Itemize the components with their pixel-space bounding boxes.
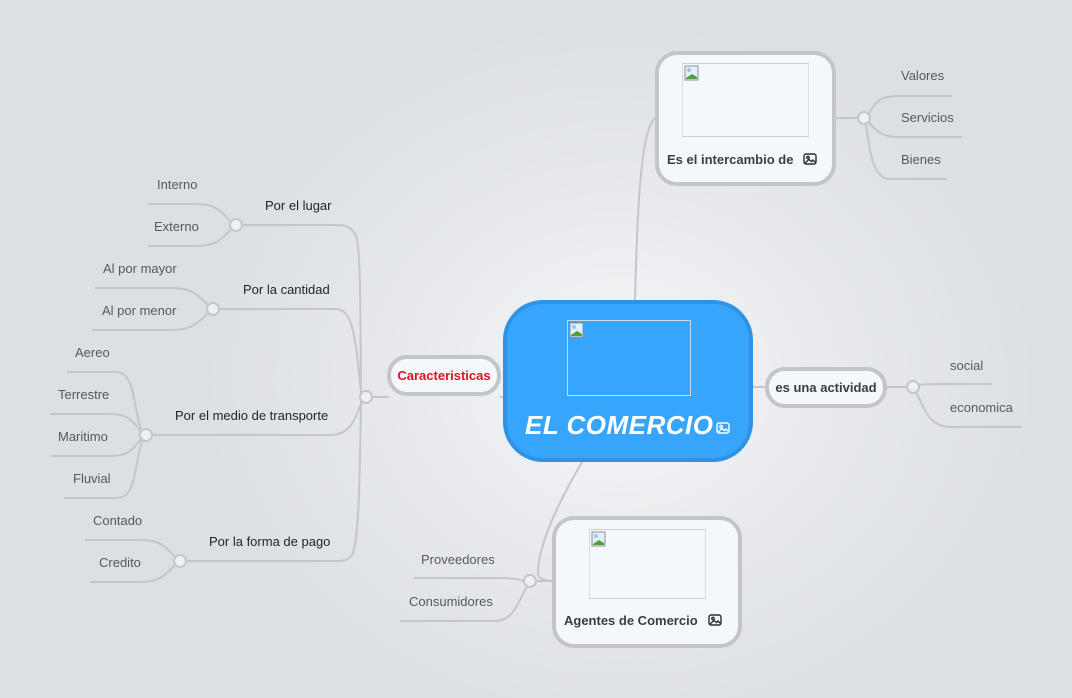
group-por-el-medio-de-transporte[interactable]: Por el medio de transporte [175, 408, 329, 423]
topic-image-placeholder [682, 63, 809, 137]
topic-title: es una actividad [775, 380, 877, 395]
subtopic-aereo[interactable]: Aereo [75, 345, 110, 360]
topic-title: Agentes de Comercio [564, 613, 698, 628]
topic-agentes[interactable]: Agentes de Comercio [552, 516, 742, 648]
subtopic-contado[interactable]: Contado [93, 513, 143, 528]
central-topic[interactable]: EL COMERCIO [503, 300, 753, 462]
subtopic-al-por-mayor[interactable]: Al por mayor [103, 261, 177, 276]
central-image-placeholder [567, 320, 691, 396]
subtopic-bienes[interactable]: Bienes [901, 152, 941, 167]
subtopic-interno[interactable]: Interno [157, 177, 198, 192]
broken-image-icon [684, 65, 699, 81]
topic-title: Es el intercambio de [667, 152, 794, 167]
topic-image-placeholder [589, 529, 706, 599]
subtopic-fluvial[interactable]: Fluvial [73, 471, 111, 486]
image-icon[interactable] [803, 153, 817, 165]
subtopic-social[interactable]: social [950, 358, 984, 373]
subtopic-maritimo[interactable]: Maritimo [58, 429, 108, 444]
group-por-la-cantidad[interactable]: Por la cantidad [243, 282, 330, 297]
central-topic-title: EL COMERCIO [525, 410, 714, 440]
subtopic-economica[interactable]: economica [950, 400, 1013, 415]
group-por-la-forma-de-pago[interactable]: Por la forma de pago [209, 534, 331, 549]
subtopic-al-por-menor[interactable]: Al por menor [102, 303, 177, 318]
topic-intercambio[interactable]: Es el intercambio de [655, 51, 836, 186]
topic-actividad[interactable]: es una actividad [765, 367, 887, 408]
subtopic-valores[interactable]: Valores [901, 68, 945, 83]
broken-image-icon [591, 531, 606, 547]
subtopic-consumidores[interactable]: Consumidores [409, 594, 493, 609]
image-icon[interactable] [708, 614, 722, 626]
topic-title: Caracteristicas [397, 368, 491, 383]
broken-image-icon [569, 322, 584, 338]
group-por-el-lugar[interactable]: Por el lugar [265, 198, 332, 213]
image-icon[interactable] [716, 422, 730, 434]
subtopic-credito[interactable]: Credito [99, 555, 141, 570]
topic-caracteristicas[interactable]: Caracteristicas [387, 355, 501, 396]
subtopic-externo[interactable]: Externo [154, 219, 199, 234]
subtopic-terrestre[interactable]: Terrestre [58, 387, 110, 402]
subtopic-proveedores[interactable]: Proveedores [421, 552, 495, 567]
subtopic-servicios[interactable]: Servicios [901, 110, 954, 125]
